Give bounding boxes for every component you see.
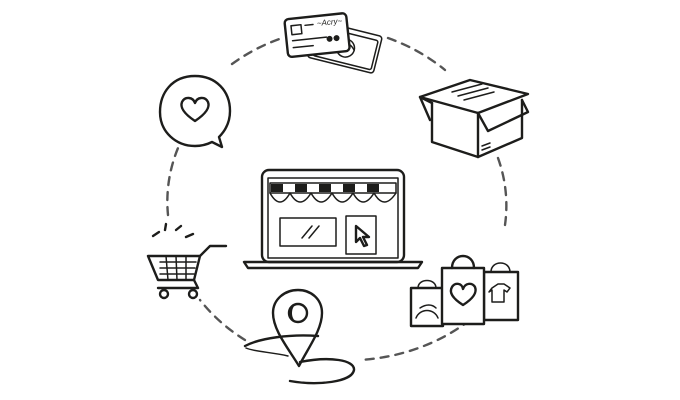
delivery-box-icon (418, 78, 530, 159)
card-scribble: ~Acry~ (316, 16, 342, 28)
heart-speech-bubble-icon (158, 74, 232, 149)
location-pin-icon (243, 288, 356, 385)
cycle-dashed-arcs (166, 36, 508, 362)
laptop-storefront-icon (242, 168, 424, 270)
credit-card-and-cash-icon: ~Acry~ (283, 12, 383, 74)
shopping-bags-icon (409, 254, 520, 328)
awning-stripes (271, 184, 379, 192)
shopping-cart-icon (146, 222, 228, 300)
